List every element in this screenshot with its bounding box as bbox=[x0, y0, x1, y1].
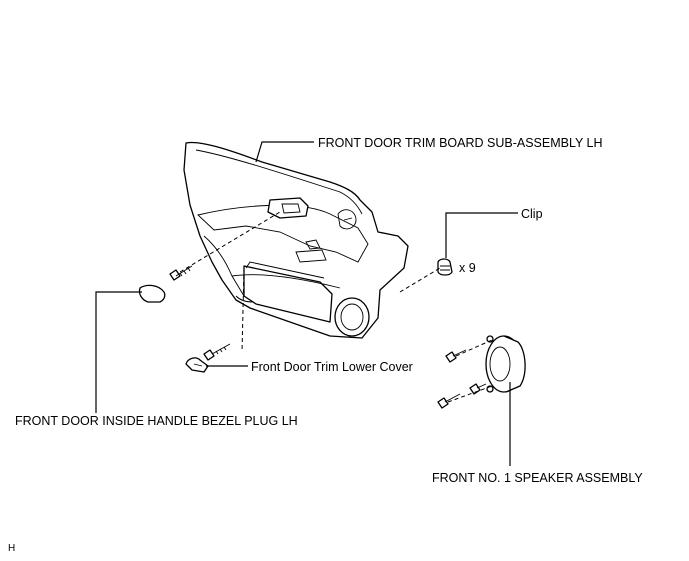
label-bezel-plug: FRONT DOOR INSIDE HANDLE BEZEL PLUG LH bbox=[15, 414, 298, 428]
lower-cover-illustration bbox=[185, 357, 209, 373]
speaker-screw-a bbox=[445, 349, 467, 363]
clip-illustration bbox=[437, 258, 453, 276]
speaker-screw-b bbox=[437, 393, 461, 409]
label-clip: Clip bbox=[521, 207, 543, 221]
label-clip-quantity: x 9 bbox=[459, 261, 476, 275]
corner-mark: H bbox=[8, 543, 16, 554]
door-trim-board-illustration bbox=[183, 141, 409, 339]
speaker-illustration bbox=[485, 335, 526, 393]
screw-lower bbox=[203, 343, 231, 361]
screw-upper bbox=[169, 265, 193, 281]
label-lower-cover: Front Door Trim Lower Cover bbox=[251, 360, 413, 374]
label-speaker: FRONT NO. 1 SPEAKER ASSEMBLY bbox=[432, 471, 643, 485]
alignment-lines bbox=[179, 211, 493, 403]
bezel-plug-illustration bbox=[138, 284, 166, 303]
label-trim-board: FRONT DOOR TRIM BOARD SUB-ASSEMBLY LH bbox=[318, 136, 603, 150]
callout-lines bbox=[95, 141, 518, 466]
